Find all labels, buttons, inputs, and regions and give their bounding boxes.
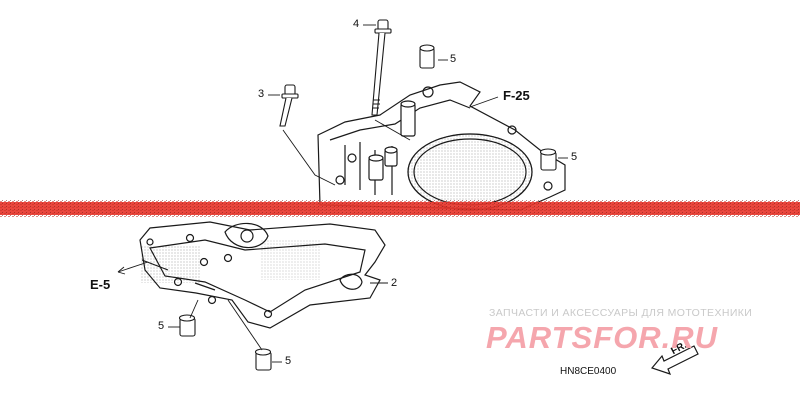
leader-lines bbox=[117, 24, 568, 363]
front-direction-arrow bbox=[650, 345, 699, 375]
reference-e5[interactable]: E-5 bbox=[90, 277, 111, 292]
bolt-short-part bbox=[279, 84, 299, 127]
bolt-long-part bbox=[371, 19, 392, 116]
callout-dowel-top: 5 bbox=[450, 53, 457, 65]
callout-dowel-right: 5 bbox=[571, 151, 578, 163]
cylinder-upper bbox=[317, 81, 566, 211]
watermark-logo: PARTSFOR.RU bbox=[486, 320, 719, 355]
gasket-and-skirt bbox=[139, 221, 386, 329]
callout-bolt-long: 4 bbox=[353, 18, 360, 30]
red-scan-stripe bbox=[0, 199, 800, 218]
callout-dowel-left: 5 bbox=[158, 320, 165, 332]
reference-f25[interactable]: F-25 bbox=[503, 88, 530, 103]
callout-gasket: 2 bbox=[391, 277, 398, 289]
diagram-code: HN8CE0400 bbox=[560, 366, 617, 377]
watermark-caption: ЗАПЧАСТИ И АКСЕССУАРЫ ДЛЯ МОТОТЕХНИКИ bbox=[489, 307, 753, 319]
callout-dowel-bottom: 5 bbox=[285, 355, 292, 367]
callout-bolt-short: 3 bbox=[258, 88, 265, 100]
